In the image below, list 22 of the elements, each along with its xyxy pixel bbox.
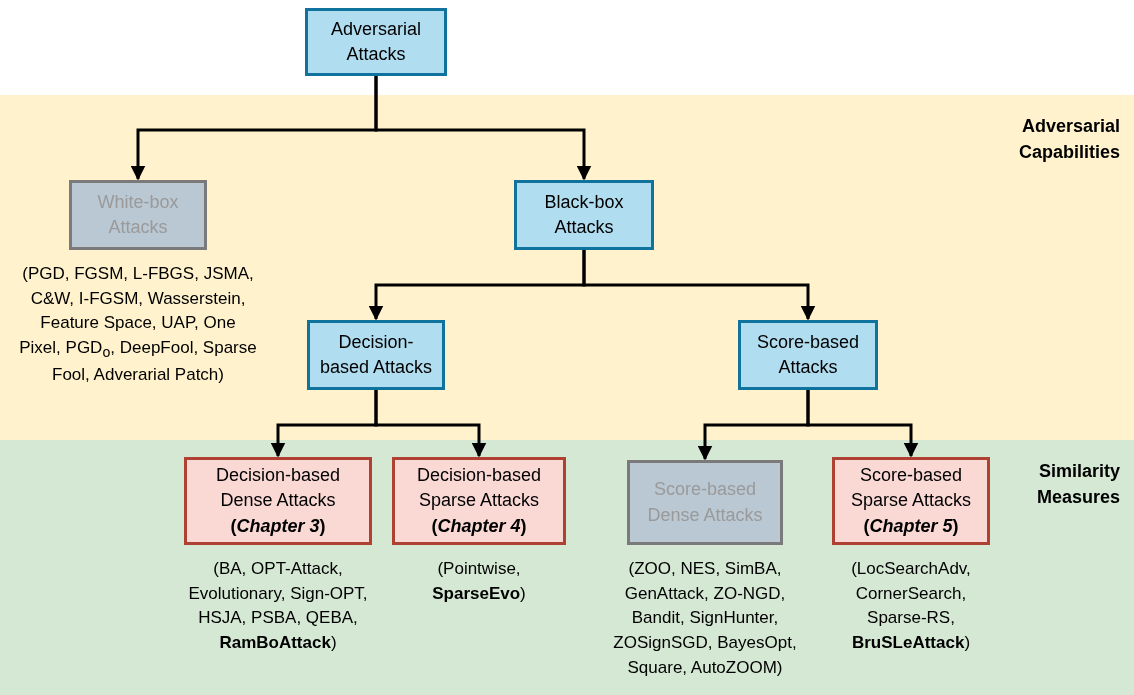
arrow [806, 390, 919, 458]
attack-box: Score-based Dense Attacks [627, 460, 783, 545]
attack-box: Score-based Attacks [738, 320, 878, 390]
attack-box: Decision-based Sparse Attacks (Chapter 4) [392, 457, 566, 545]
arrow [374, 76, 592, 181]
background-band [0, 95, 1134, 440]
band-title: Adversarial Capabilities [1017, 115, 1120, 165]
attack-box: Decision-based Attacks [307, 320, 445, 390]
attack-box: Adversarial Attacks [305, 8, 447, 76]
attack-box: White-box Attacks [69, 180, 207, 250]
attack-box: Decision-based Dense Attacks (Chapter 3) [184, 457, 372, 545]
attack-list: (PGD, FGSM, L-FBGS, JSMA, C&W, I-FGSM, Wasserstein, Feature Space, UAP, One Pixel, PGD$_{o}$, DeepFool, Sparse Fool, Adverarial Patch) [18, 262, 258, 388]
attack-box: Black-box Attacks [514, 180, 654, 250]
band-title: Similarity Measures [1035, 460, 1120, 510]
attack-list: (BA, OPT-Attack, Evolutionary, Sign-OPT, HSJA, PSBA, QEBA, RamBoAttack) [183, 557, 373, 656]
arrow [374, 390, 487, 458]
attack-list: (LocSearchAdv, CornerSearch, Sparse-RS, BruSLeAttack) [826, 557, 996, 656]
background-band [0, 440, 1134, 695]
attack-box: Score-based Sparse Attacks (Chapter 5) [832, 457, 990, 545]
attack-list: (ZOO, NES, SimBA, GenAttack, ZO-NGD, Bandit, SignHunter, ZOSignSGD, BayesOpt, Square, AutoZOOM) [597, 557, 813, 681]
arrow [582, 250, 816, 321]
attack-list: (Pointwise, SparseEvo) [399, 557, 559, 607]
